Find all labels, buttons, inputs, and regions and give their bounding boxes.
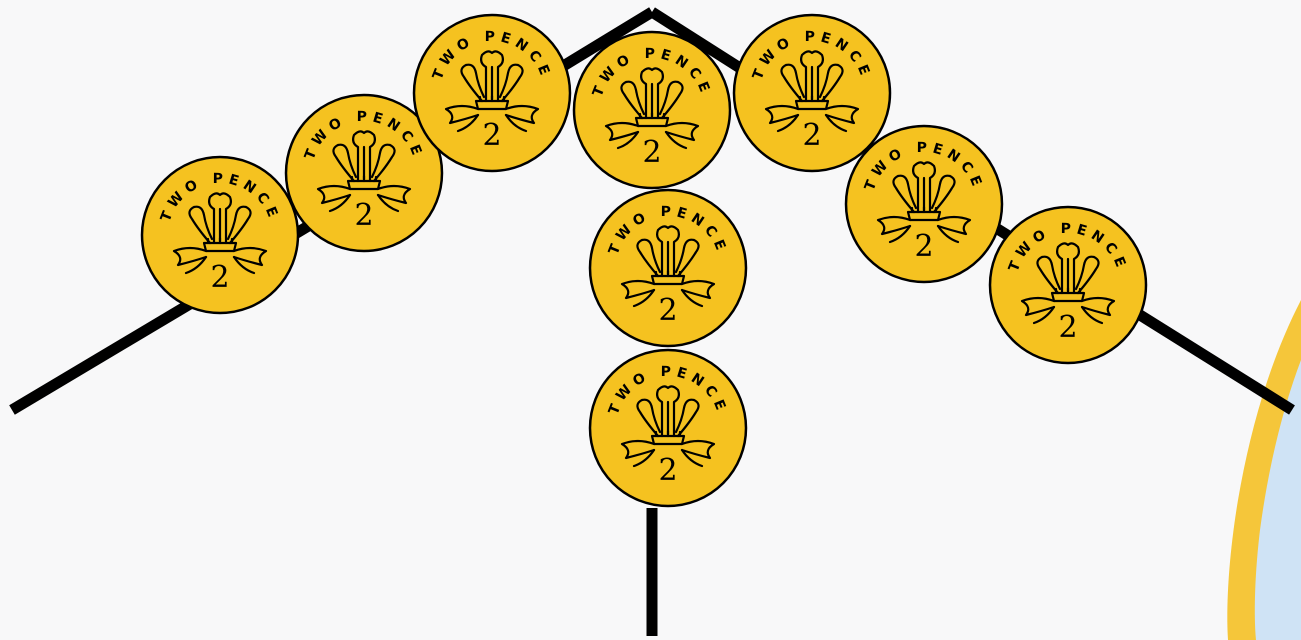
left-diagonal-line bbox=[12, 298, 200, 410]
coin-value: 2 bbox=[482, 118, 501, 153]
coin-value: 2 bbox=[802, 118, 821, 153]
coin-value: 2 bbox=[210, 260, 229, 295]
corner-decoration bbox=[1227, 300, 1301, 640]
coin-value: 2 bbox=[914, 229, 933, 264]
coin-value: 2 bbox=[642, 135, 661, 170]
coin-value: 2 bbox=[658, 453, 677, 488]
coin-value: 2 bbox=[1058, 310, 1077, 345]
coin-value: 2 bbox=[658, 293, 677, 328]
coin-value: 2 bbox=[354, 198, 373, 233]
right-diagonal-line bbox=[1132, 310, 1292, 410]
